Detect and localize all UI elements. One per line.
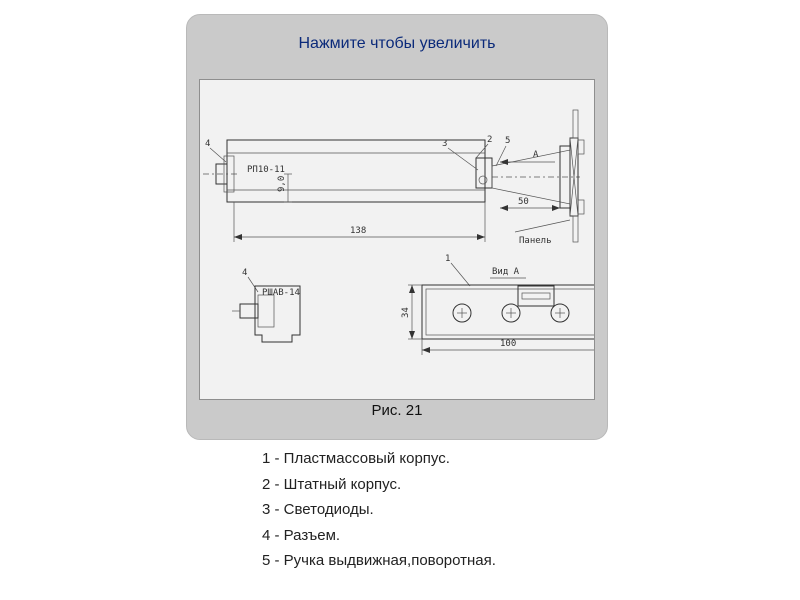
label-item3: 3 — [442, 139, 447, 149]
label-panel: Панель — [519, 236, 552, 246]
connector-body — [254, 285, 301, 343]
legend-item-3: 3 - Светодиоды. — [262, 501, 374, 518]
legend-item-2: 2 - Штатный корпус. — [262, 475, 402, 493]
label-connector-model: РШАВ-14 — [262, 288, 300, 298]
dim-100: 100 — [500, 339, 516, 349]
dim-50: 50 — [518, 197, 529, 207]
handle-slot — [517, 285, 555, 307]
figure-card[interactable]: Нажмите чтобы увеличить 4 РП10-11 9,0 — [186, 14, 608, 440]
zoom-hint-title[interactable]: Нажмите чтобы увеличить — [298, 35, 496, 52]
dim-34: 34 — [401, 307, 411, 318]
parts-legend: 1 - Пластмассовый корпус. 2 - Штатный ко… — [262, 446, 496, 574]
label-relay-model: РП10-11 — [247, 165, 285, 175]
dim-138: 138 — [350, 226, 366, 236]
label-view-a: Вид А — [492, 267, 520, 277]
technical-drawing[interactable]: 4 РП10-11 9,0 138 — [199, 79, 595, 400]
legend-item-4: 4 - Разъем. — [262, 526, 341, 544]
view-arrow-label: А — [533, 150, 539, 160]
dim-9-0: 9,0 — [277, 176, 287, 192]
figure-caption: Рис. 21 — [371, 402, 423, 419]
led-1 — [452, 303, 472, 323]
legend-item-1: 1 - Пластмассовый корпус. — [262, 450, 450, 467]
label-item4-top: 4 — [205, 139, 210, 149]
legend-item-5: 5 - Ручка выдвижная,поворотная. — [262, 552, 496, 569]
label-item1: 1 — [445, 254, 450, 264]
led-3 — [550, 303, 570, 323]
label-item5: 5 — [505, 136, 510, 146]
label-item2: 2 — [487, 135, 492, 145]
led-2 — [501, 303, 521, 323]
view-a-housing — [421, 284, 594, 340]
label-item4-bottom: 4 — [242, 268, 247, 278]
drawing-svg: 4 РП10-11 9,0 138 — [203, 109, 594, 355]
